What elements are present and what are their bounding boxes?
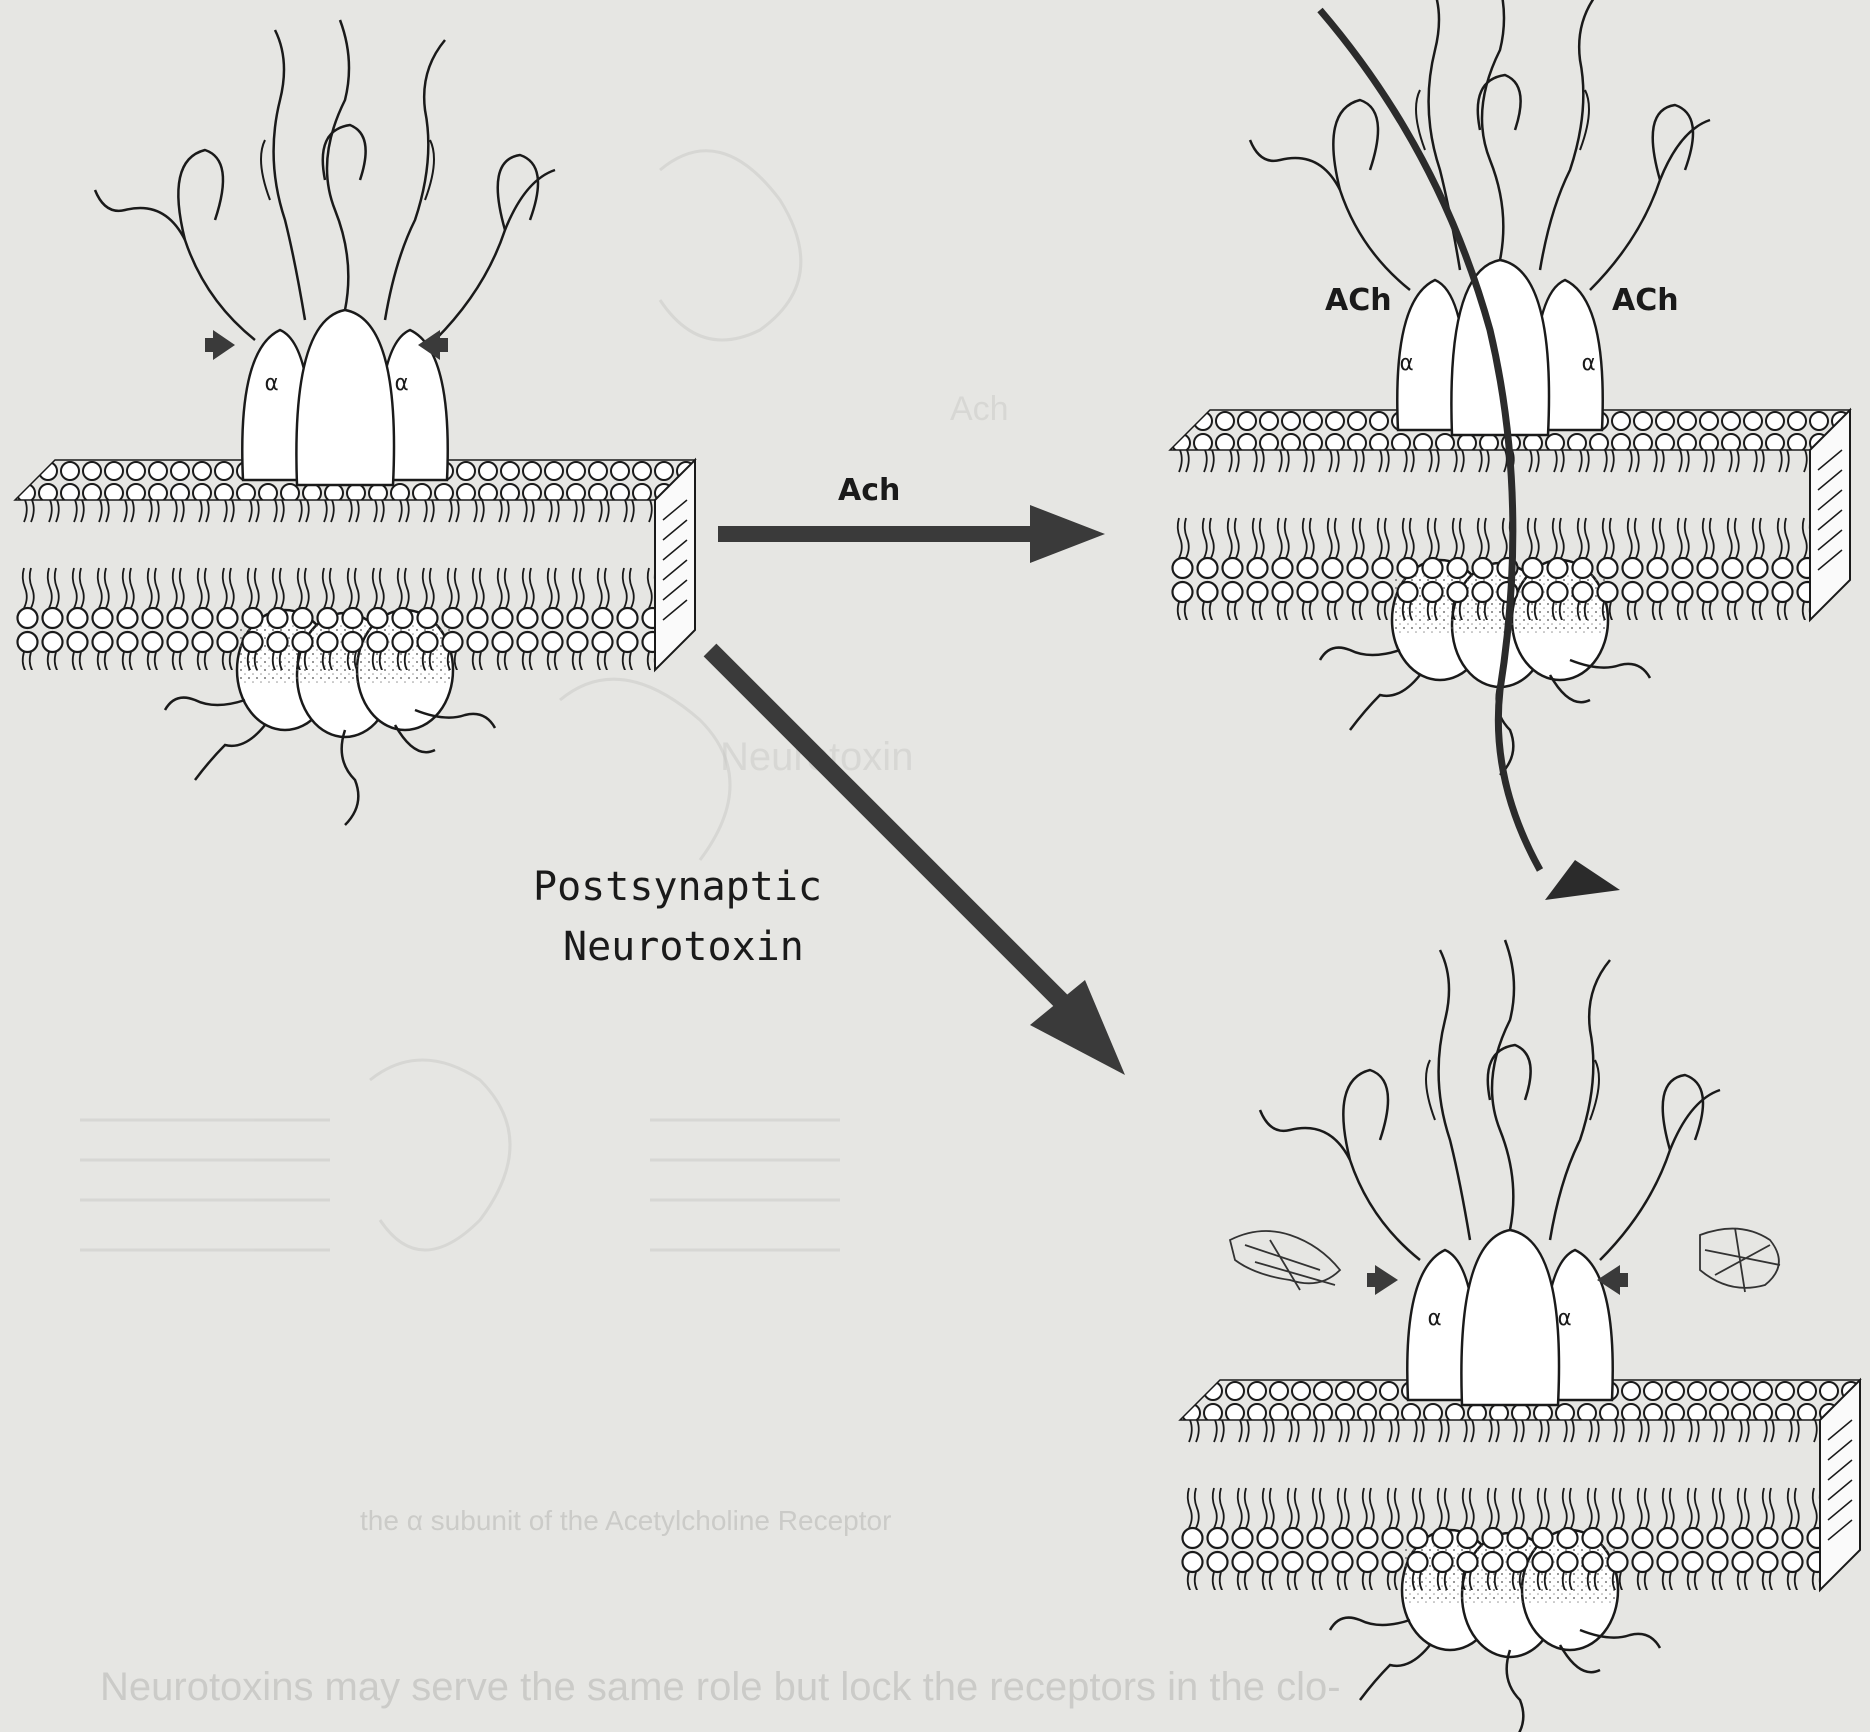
ion-flow-arrowhead xyxy=(1545,860,1620,900)
bleed-through-caption: the α subunit of the Acetylcholine Recep… xyxy=(360,1505,891,1536)
receptor-resting xyxy=(15,20,695,825)
subunit-alpha-label-2b: α xyxy=(1582,351,1595,376)
bleed-through-body-text: Neurotoxins may serve the same role but … xyxy=(100,1665,1341,1709)
ach-site-label-right: ACh xyxy=(1612,283,1679,318)
subunit-alpha-label-1b: α xyxy=(395,371,408,396)
subunit-alpha-label-2a: α xyxy=(1400,351,1413,376)
neurotoxin-reaction-arrow xyxy=(710,650,1125,1075)
ach-reaction-arrow xyxy=(718,505,1105,563)
subunit-alpha-label-3b: α xyxy=(1558,1306,1571,1331)
ach-site-label-left: ACh xyxy=(1325,283,1392,318)
neurotoxin-label-line2: Neurotoxin xyxy=(563,924,804,970)
receptor-open xyxy=(1170,0,1850,775)
bleed-through-label-ach: Ach xyxy=(950,390,1009,428)
subunit-alpha-label-1a: α xyxy=(265,371,278,396)
ach-reaction-label: Ach xyxy=(838,473,900,508)
subunit-alpha-label-3a: α xyxy=(1428,1306,1441,1331)
receptor-toxin-blocked xyxy=(1180,940,1860,1732)
neurotoxin-label-line1: Postsynaptic xyxy=(533,864,822,910)
